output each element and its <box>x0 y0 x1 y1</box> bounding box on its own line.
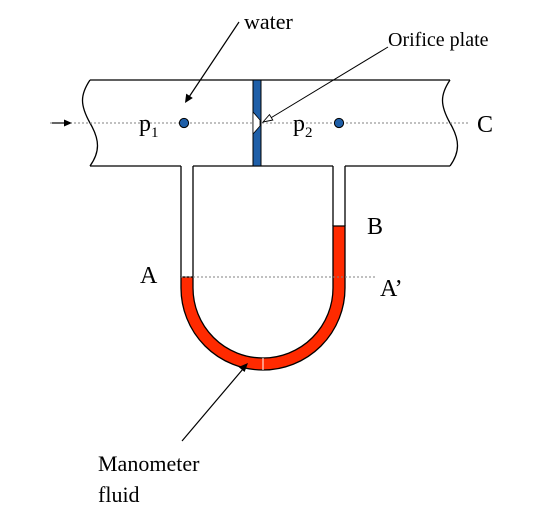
orifice-plate-label: Orifice plate <box>388 29 489 51</box>
flow-direction-arrow <box>52 119 72 127</box>
p1-label: p1 <box>139 111 159 141</box>
p2-label-subscript: 2 <box>305 125 313 141</box>
p1-label-base: p <box>139 111 151 137</box>
p2-label: p2 <box>293 111 313 141</box>
manometer-fluid <box>180 225 346 371</box>
pressure-tap-p1 <box>178 117 190 129</box>
manometer-fluid-label-line1: Manometer <box>98 451 200 476</box>
water-leader-arrow <box>185 21 240 103</box>
point-a-prime-label: A’ <box>380 276 403 302</box>
manometer-fluid-leader-arrow <box>181 363 248 442</box>
pressure-tap-p2 <box>333 117 345 129</box>
point-b-label: B <box>367 214 383 240</box>
orifice-plate <box>252 79 262 167</box>
manometer-tube <box>180 166 346 277</box>
point-c-label: C <box>477 112 493 138</box>
orifice-plate-leader-arrow <box>261 46 389 123</box>
p2-label-base: p <box>293 111 305 137</box>
point-a-label: A <box>140 263 158 289</box>
water-label: water <box>244 9 294 34</box>
p1-label-subscript: 1 <box>151 125 159 141</box>
manometer-fluid-label-line2: fluid <box>98 482 140 507</box>
